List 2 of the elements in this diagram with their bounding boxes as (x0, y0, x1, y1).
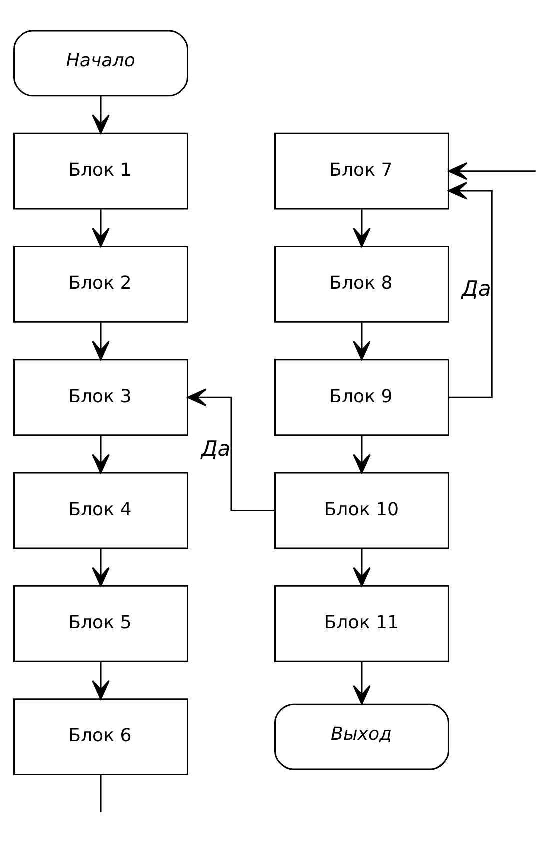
edge-label: Да (462, 276, 492, 301)
edge-label: Да (201, 435, 231, 460)
